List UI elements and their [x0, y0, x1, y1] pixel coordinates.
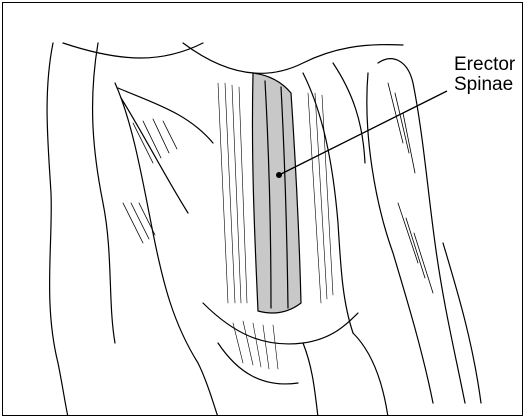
- left-arm-outline: [47, 43, 68, 416]
- erector-spinae-outline: [252, 73, 301, 313]
- left-torso-outline: [115, 83, 218, 416]
- label-line-1: Erector: [454, 55, 515, 75]
- anatomy-figure-frame: Erector Spinae: [2, 2, 523, 416]
- label-leader-line: [279, 91, 447, 175]
- label-leader-dot: [276, 172, 282, 178]
- erector-spinae-label: Erector Spinae: [454, 55, 515, 95]
- back-muscle-illustration: [3, 3, 523, 416]
- label-line-2: Spinae: [454, 75, 515, 95]
